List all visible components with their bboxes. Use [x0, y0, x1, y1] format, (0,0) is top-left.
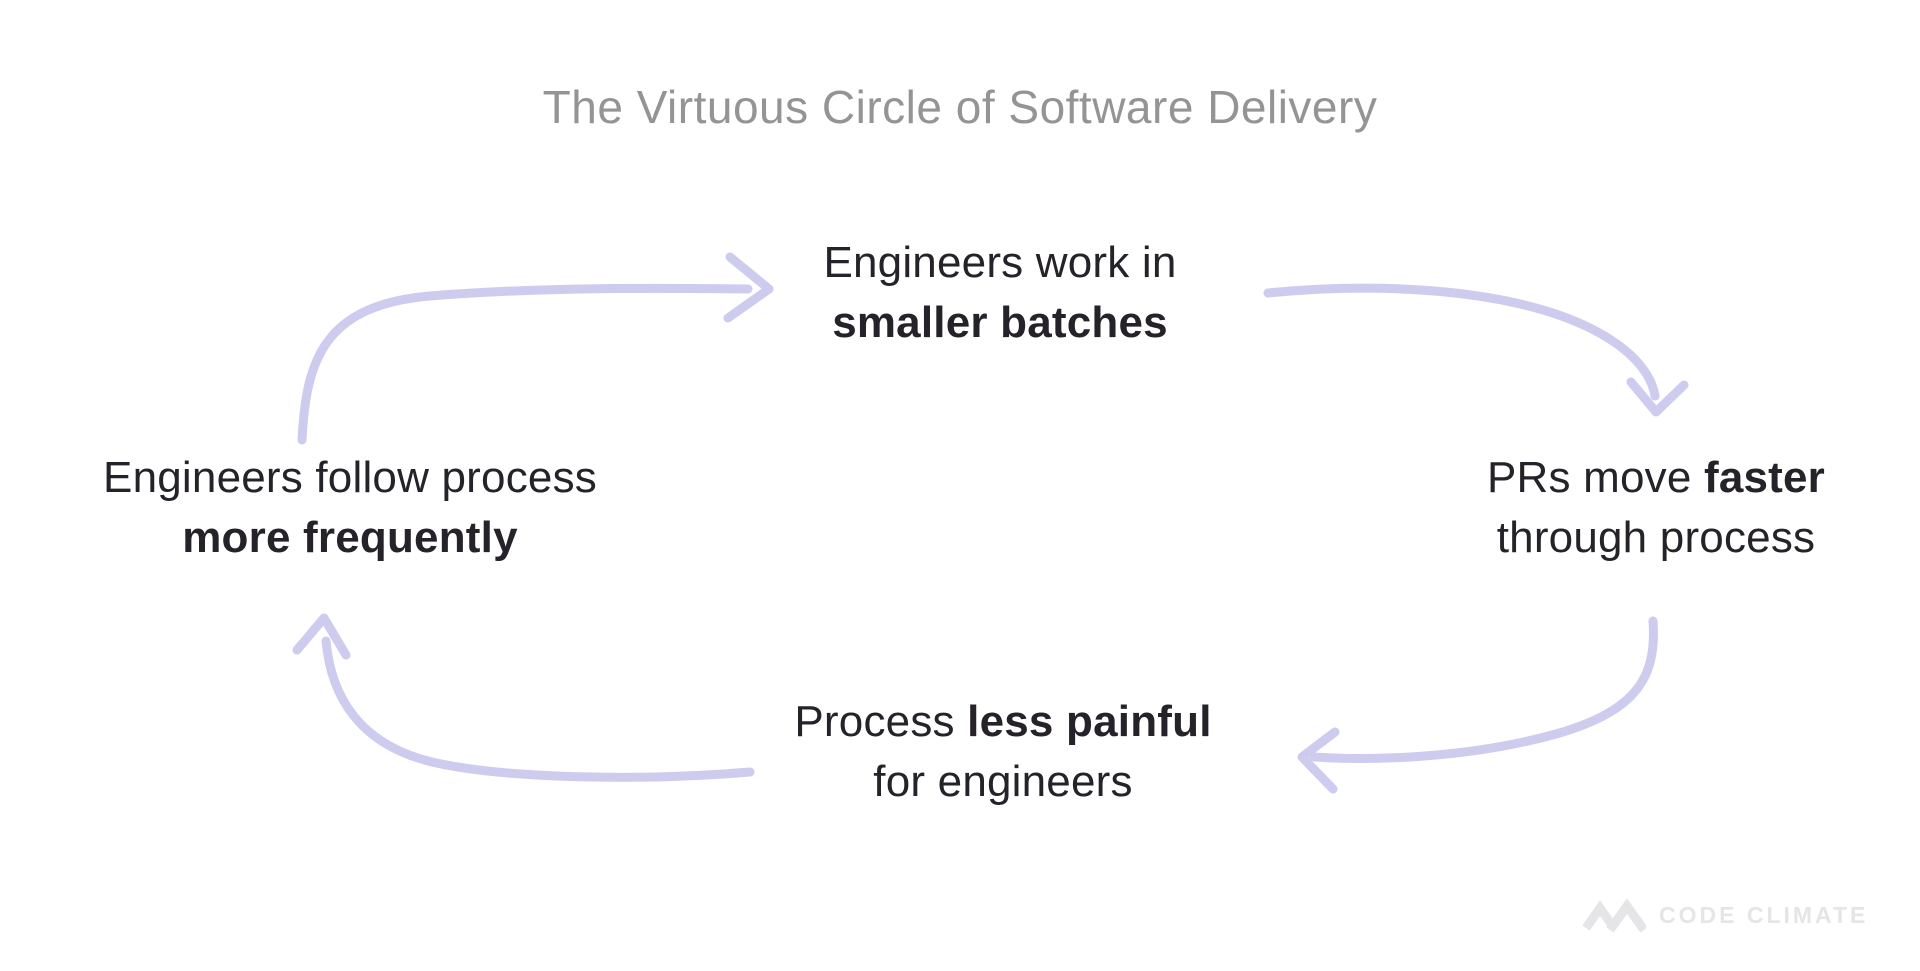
page-title: The Virtuous Circle of Software Delivery — [542, 81, 1378, 133]
node-text-bold: more frequently — [182, 513, 518, 562]
node-text-regular: through process — [1496, 513, 1816, 562]
node-text-regular: Engineers work in — [823, 238, 1177, 287]
node-text-bold: less painful — [967, 697, 1212, 746]
mountain-peaks-icon — [1582, 898, 1646, 933]
arrow-left-to-top-icon — [297, 252, 774, 445]
node-text-regular: PRs move — [1486, 453, 1704, 502]
arrow-top-to-right-icon — [1263, 283, 1689, 417]
arrow-bottom-to-left-icon — [292, 613, 755, 782]
arrow-right-to-bottom-icon — [1297, 616, 1658, 794]
node-smaller-batches: Engineers work in smaller batches — [823, 233, 1176, 353]
node-follow-process: Engineers follow process more frequently — [103, 448, 597, 568]
node-follow-process-line2: more frequently — [103, 508, 597, 568]
code-climate-wordmark: CODE CLIMATE — [1659, 901, 1869, 928]
node-process-less-painful-line2: for engineers — [794, 752, 1211, 812]
code-climate-logo: CODE CLIMATE — [1582, 897, 1868, 933]
node-follow-process-line1: Engineers follow process — [103, 448, 597, 508]
node-prs-move-faster: PRs move faster through process — [1487, 448, 1825, 568]
node-text-bold: faster — [1703, 453, 1826, 502]
node-process-less-painful-line1: Process less painful — [794, 692, 1211, 752]
node-text-regular: for engineers — [873, 757, 1133, 806]
node-smaller-batches-line1: Engineers work in — [823, 233, 1176, 293]
node-prs-move-faster-line2: through process — [1487, 508, 1825, 568]
node-text-regular: Engineers follow process — [103, 453, 597, 502]
node-text-regular: Process — [794, 697, 968, 746]
node-text-bold: smaller batches — [832, 298, 1168, 347]
node-smaller-batches-line2: smaller batches — [823, 293, 1176, 353]
node-process-less-painful: Process less painful for engineers — [794, 692, 1211, 812]
node-prs-move-faster-line1: PRs move faster — [1487, 448, 1825, 508]
